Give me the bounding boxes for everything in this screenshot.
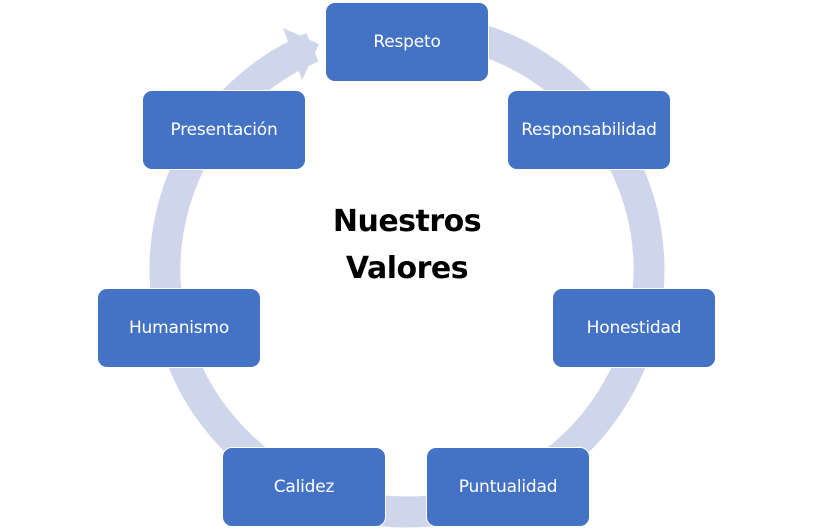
title-line-1: Nuestros: [332, 204, 482, 239]
node-label: Humanismo: [128, 318, 230, 338]
node-label: Honestidad: [586, 318, 682, 338]
node-honestidad: Honestidad: [552, 288, 716, 368]
node-label: Presentación: [170, 120, 278, 140]
cycle-arrowhead-icon: [283, 28, 319, 80]
node-label: Puntualidad: [458, 477, 558, 497]
node-puntualidad: Puntualidad: [426, 447, 590, 527]
node-label: Calidez: [273, 477, 335, 497]
node-humanismo: Humanismo: [97, 288, 261, 368]
diagram-title: Nuestros Valores: [307, 198, 507, 292]
node-label: Responsabilidad: [521, 120, 657, 140]
title-line-2: Valores: [345, 251, 469, 286]
node-calidez: Calidez: [222, 447, 386, 527]
node-responsabilidad: Responsabilidad: [507, 90, 671, 170]
node-presentacion: Presentación: [142, 90, 306, 170]
node-label: Respeto: [373, 32, 441, 52]
node-respeto: Respeto: [325, 2, 489, 82]
